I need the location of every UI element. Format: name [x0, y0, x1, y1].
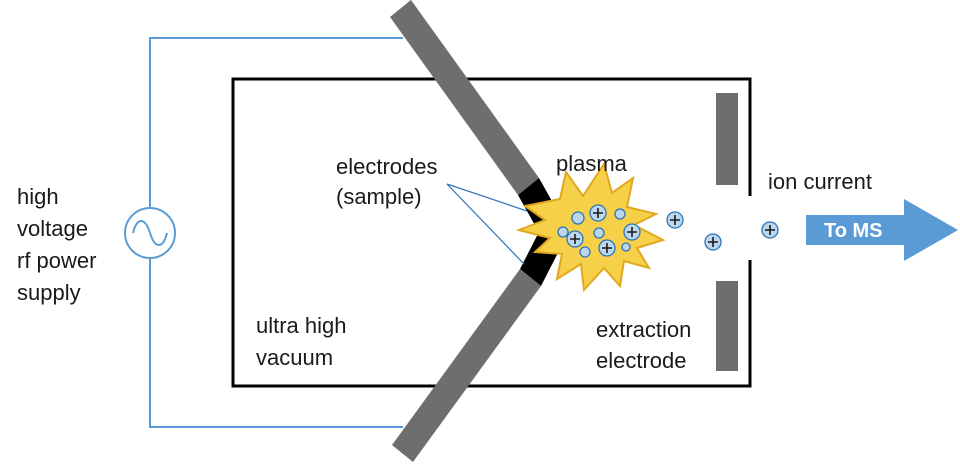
- neutral-particle: [579, 246, 591, 258]
- neutral-particle: [557, 226, 569, 238]
- neutral-particle: [614, 208, 626, 220]
- plus-ion-icon: [761, 221, 779, 239]
- arrow-icon: [806, 199, 958, 261]
- plus-ion-icon: [566, 230, 584, 248]
- plasma-burst: [515, 161, 666, 293]
- plus-ion-icon: [589, 204, 607, 222]
- plus-ion-icon: [704, 233, 722, 251]
- vacuum-label: ultra high vacuum: [256, 313, 347, 370]
- extraction-label-line: electrode: [596, 348, 687, 373]
- chamber-opening: [745, 196, 755, 260]
- power-supply-label-line: rf power: [17, 248, 96, 273]
- plus-ion-icon: [623, 223, 641, 241]
- ion-current-label: ion current: [768, 169, 872, 194]
- neutral-particle: [571, 211, 585, 225]
- electrodes-label-line: (sample): [336, 184, 422, 209]
- power-supply-label-line: supply: [17, 280, 81, 305]
- extraction-electrode-label: extraction electrode: [596, 317, 691, 373]
- top-wire: [149, 37, 403, 207]
- vacuum-label-line: vacuum: [256, 345, 333, 370]
- power-supply-label: high voltage rf power supply: [17, 184, 96, 305]
- electrodes-label: electrodes (sample): [336, 154, 438, 209]
- power-supply-label-line: voltage: [17, 216, 88, 241]
- neutral-particle: [621, 242, 631, 252]
- vacuum-label-line: ultra high: [256, 313, 347, 338]
- to-ms-arrow: To MS: [806, 199, 958, 261]
- plus-ion-icon: [598, 239, 616, 257]
- extraction-electrode-top: [716, 93, 738, 185]
- power-supply-label-line: high: [17, 184, 59, 209]
- plasma-label: plasma: [556, 151, 628, 176]
- extraction-electrode-bottom: [716, 281, 738, 371]
- lower-electrode-rod: [392, 269, 541, 462]
- ions: [566, 204, 779, 257]
- lower-electrode: [392, 228, 562, 462]
- plus-ion-icon: [666, 211, 684, 229]
- extraction-label-line: extraction: [596, 317, 691, 342]
- neutral-particles: [557, 208, 631, 258]
- electrodes-callout: [446, 183, 528, 265]
- ac-sine-source-icon: [124, 207, 176, 259]
- upper-electrode-rod: [390, 0, 539, 195]
- supply-wires: [149, 37, 403, 428]
- electrodes-label-line: electrodes: [336, 154, 438, 179]
- neutral-particle: [593, 227, 605, 239]
- to-ms-label: To MS: [824, 220, 883, 242]
- bottom-wire: [149, 259, 403, 428]
